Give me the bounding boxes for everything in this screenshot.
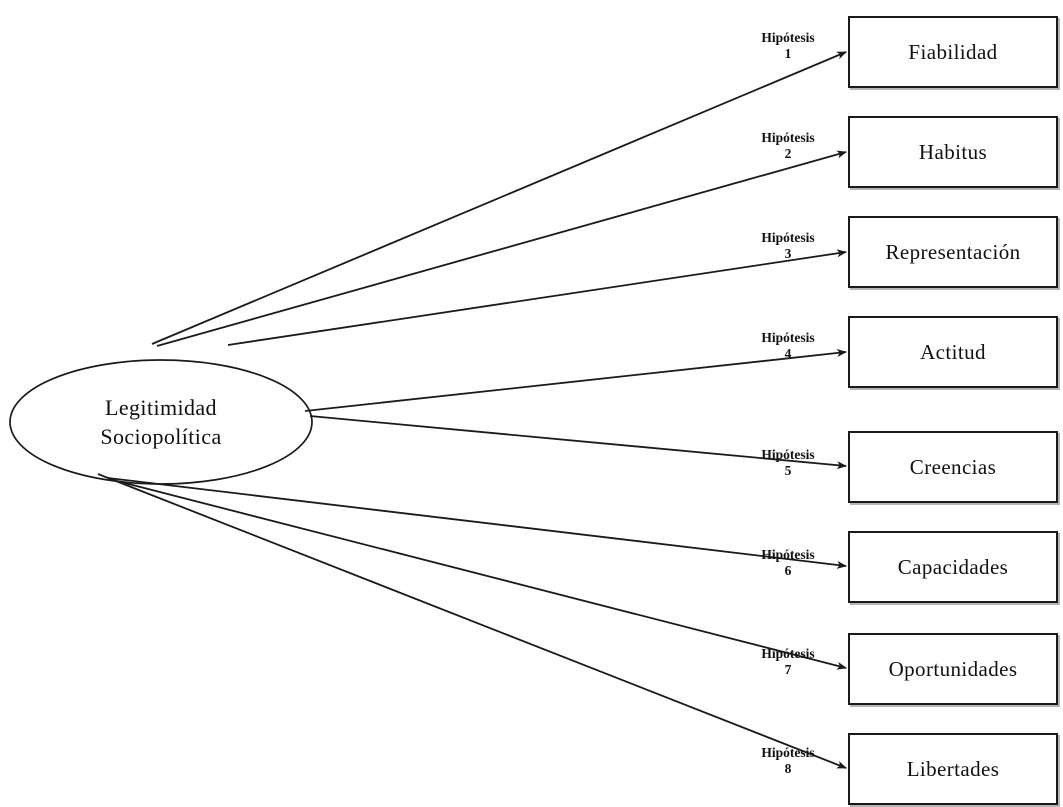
central-node-legitimidad-sociopolitica[interactable]: Legitimidad Sociopolítica <box>10 360 312 484</box>
central-node-label-line2: Sociopolítica <box>100 424 222 449</box>
edge-line-5 <box>309 415 847 470</box>
edge-line-6 <box>107 477 847 569</box>
edge-line-7 <box>112 479 847 670</box>
edge-line-2 <box>156 150 847 347</box>
edge-line-1 <box>151 51 847 345</box>
node-label-fiabilidad: Fiabilidad <box>908 39 998 64</box>
node-box-actitud[interactable]: Actitud <box>848 316 1058 388</box>
node-label-representacion: Representación <box>885 239 1021 264</box>
node-box-representacion[interactable]: Representación <box>848 216 1058 288</box>
node-label-creencias: Creencias <box>909 454 997 479</box>
node-box-creencias[interactable]: Creencias <box>848 431 1058 503</box>
central-node-label-line1: Legitimidad <box>105 394 217 420</box>
node-label-actitud: Actitud <box>920 339 986 364</box>
node-label-libertades: Libertades <box>906 756 1000 781</box>
node-label-capacidades: Capacidades <box>897 554 1009 579</box>
node-label-oportunidades: Oportunidades <box>888 656 1018 681</box>
node-box-habitus[interactable]: Habitus <box>848 116 1058 188</box>
edge-line-3 <box>227 249 847 346</box>
edge-line-8 <box>97 473 847 769</box>
node-box-fiabilidad[interactable]: Fiabilidad <box>848 16 1058 88</box>
node-box-libertades[interactable]: Libertades <box>848 733 1058 805</box>
node-label-habitus: Habitus <box>918 139 988 164</box>
node-box-capacidades[interactable]: Capacidades <box>848 531 1058 603</box>
node-box-oportunidades[interactable]: Oportunidades <box>848 633 1058 705</box>
edge-line-4 <box>304 348 847 412</box>
